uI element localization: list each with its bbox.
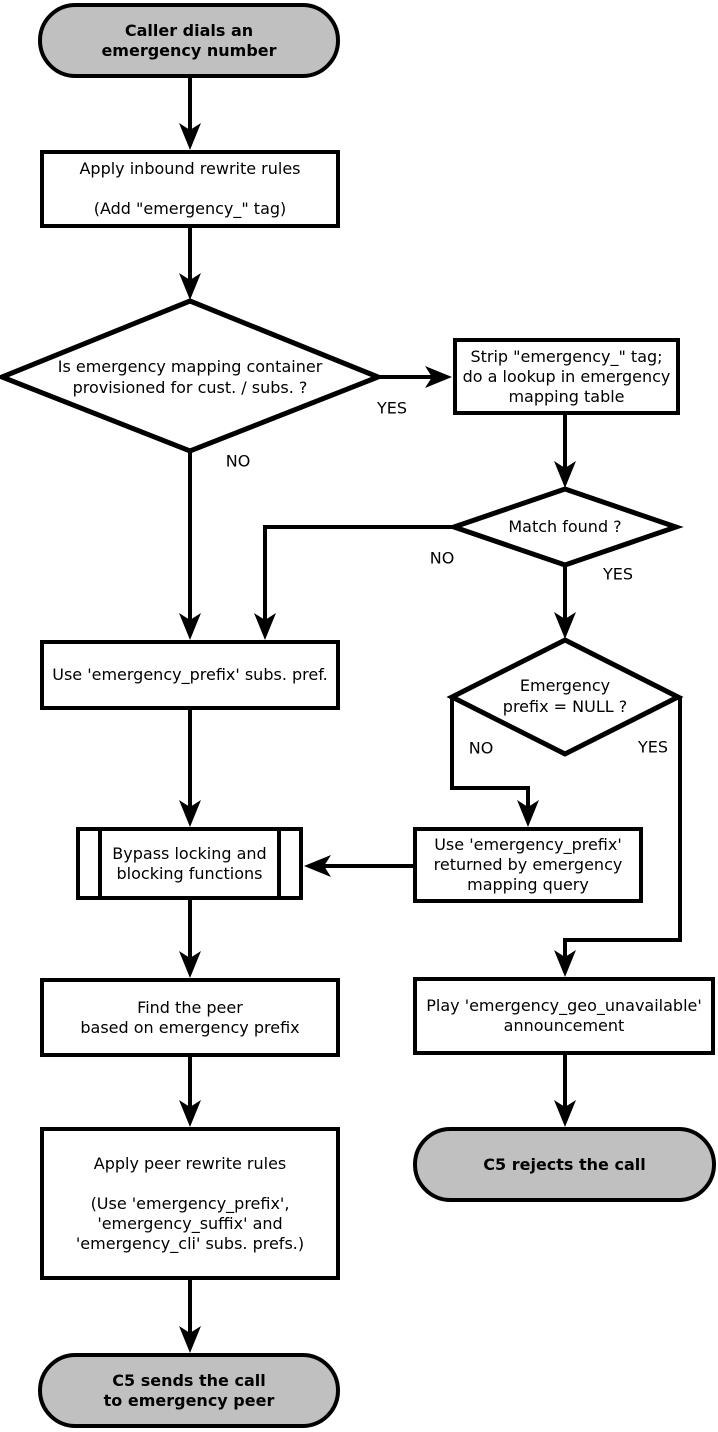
edge-mapping-container-yes-to-strip-tag bbox=[378, 366, 452, 388]
process-use-subs-prefix: Use 'emergency_prefix' subs. pref. bbox=[40, 640, 340, 710]
edge-play-announcement-to-reject bbox=[554, 1054, 576, 1127]
edge-prefix-null-no-to-use-returned-prefix bbox=[450, 696, 539, 827]
edge-label-container-yes: YES bbox=[376, 398, 408, 418]
edge-prefix-null-yes-to-play-announcement bbox=[554, 696, 682, 977]
process-strip-tag-lookup-label: Strip "emergency_" tag; do a lookup in e… bbox=[462, 346, 671, 406]
process-use-subs-prefix-label: Use 'emergency_prefix' subs. pref. bbox=[52, 665, 328, 684]
process-find-peer: Find the peer based on emergency prefix bbox=[40, 978, 340, 1057]
decision-prefix-null-label: Emergency prefix = NULL ? bbox=[502, 676, 628, 716]
edge-use-subs-prefix-to-bypass bbox=[179, 709, 201, 827]
predefined-process-right-bar bbox=[277, 831, 281, 896]
process-find-peer-label: Find the peer based on emergency prefix bbox=[80, 997, 300, 1037]
terminal-reject-call: C5 rejects the call bbox=[413, 1127, 716, 1202]
terminal-start: Caller dials an emergency number bbox=[38, 3, 340, 78]
process-apply-peer-rewrite-label: Apply peer rewrite rules (Use 'emergency… bbox=[75, 1153, 305, 1253]
terminal-reject-call-label: C5 rejects the call bbox=[483, 1154, 646, 1174]
edge-label-match-no: NO bbox=[429, 548, 455, 568]
predefined-process-left-bar bbox=[98, 831, 102, 896]
edge-match-found-no-to-use-subs-prefix bbox=[254, 525, 456, 640]
edge-match-found-yes-to-prefix-null bbox=[554, 564, 576, 639]
process-use-returned-prefix: Use 'emergency_prefix' returned by emerg… bbox=[413, 827, 643, 903]
edge-start-to-apply-inbound bbox=[179, 75, 201, 150]
edge-strip-tag-to-match-found bbox=[554, 414, 576, 488]
process-apply-inbound-rewrite-label: Apply inbound rewrite rules (Add "emerge… bbox=[79, 159, 301, 218]
predefined-process-bypass: Bypass locking and blocking functions bbox=[76, 827, 303, 900]
decision-mapping-container-label: Is emergency mapping container provision… bbox=[57, 357, 323, 397]
edge-bypass-to-find-peer bbox=[179, 899, 201, 978]
predefined-process-bypass-label: Bypass locking and blocking functions bbox=[112, 843, 267, 883]
terminal-send-call: C5 sends the call to emergency peer bbox=[38, 1353, 340, 1428]
edge-use-returned-prefix-to-bypass bbox=[304, 855, 413, 877]
edge-mapping-container-no-to-use-subs-prefix bbox=[179, 450, 201, 640]
terminal-send-call-label: C5 sends the call to emergency peer bbox=[103, 1370, 275, 1410]
edge-apply-inbound-to-mapping-container bbox=[179, 226, 201, 300]
process-apply-peer-rewrite: Apply peer rewrite rules (Use 'emergency… bbox=[40, 1127, 340, 1280]
edge-label-match-yes: YES bbox=[602, 564, 634, 584]
decision-match-found-label: Match found ? bbox=[508, 516, 622, 536]
process-apply-inbound-rewrite: Apply inbound rewrite rules (Add "emerge… bbox=[40, 150, 340, 228]
edge-label-container-no: NO bbox=[225, 451, 251, 471]
edge-label-null-yes: YES bbox=[637, 737, 669, 757]
decision-prefix-null-shape bbox=[446, 637, 684, 757]
process-play-announcement: Play 'emergency_geo_unavailable' announc… bbox=[413, 977, 715, 1055]
decision-mapping-container-shape bbox=[0, 298, 385, 454]
edge-label-null-no: NO bbox=[468, 738, 494, 758]
terminal-start-label: Caller dials an emergency number bbox=[101, 20, 277, 60]
process-play-announcement-label: Play 'emergency_geo_unavailable' announc… bbox=[426, 996, 702, 1035]
process-strip-tag-lookup: Strip "emergency_" tag; do a lookup in e… bbox=[453, 338, 680, 415]
edge-apply-peer-to-send bbox=[179, 1279, 201, 1353]
process-use-returned-prefix-label: Use 'emergency_prefix' returned by emerg… bbox=[433, 835, 623, 894]
edge-find-peer-to-apply-peer bbox=[179, 1056, 201, 1127]
decision-match-found-shape bbox=[446, 486, 684, 568]
